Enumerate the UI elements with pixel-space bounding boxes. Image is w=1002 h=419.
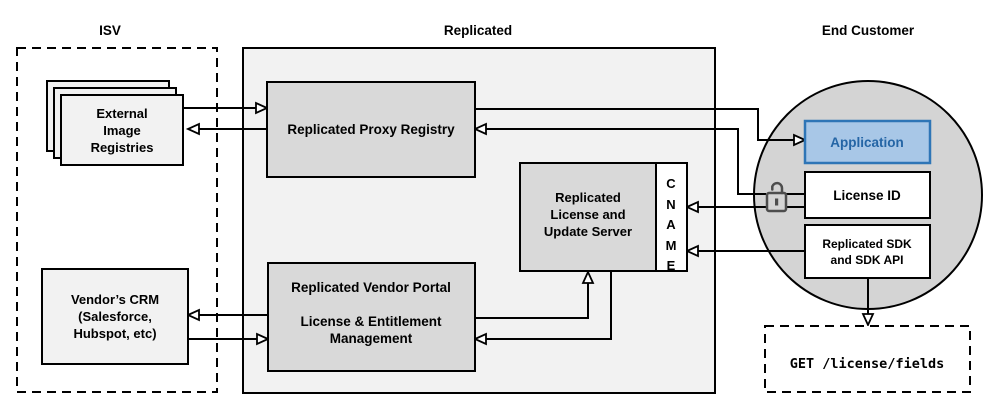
license-server-line2: License and (550, 207, 625, 222)
connector-license-id-to-cname (684, 200, 805, 214)
cname-strip (655, 162, 688, 272)
arrowhead-left (684, 200, 699, 214)
proxy-registry-node: Replicated Proxy Registry (266, 81, 476, 178)
connector-proxy-to-registries (185, 122, 267, 136)
cname-letter-e: E (667, 258, 676, 273)
external-registries-line1: External (96, 106, 147, 121)
license-id-label: License ID (833, 188, 901, 203)
vendor-portal-line1: License & Entitlement (300, 314, 442, 329)
vendor-portal-line2: Management (330, 331, 413, 346)
get-endpoint-label: GET /license/fields (790, 356, 944, 372)
get-endpoint-node: GET /license/fields (764, 325, 971, 393)
sdk-node: Replicated SDK and SDK API (804, 224, 931, 279)
arrowhead-right (255, 101, 270, 115)
proxy-registry-label: Replicated Proxy Registry (287, 122, 455, 137)
connector-proxy-to-application (475, 108, 808, 147)
cname-letter-c: C (666, 176, 676, 191)
license-server-node: Replicated License and Update Server C N… (519, 162, 688, 273)
arrowhead-down (861, 313, 875, 328)
external-registries-line3: Registries (91, 140, 154, 155)
cname-letter-m: M (666, 238, 677, 253)
arrowhead-up (581, 269, 595, 284)
sdk-line2: and SDK API (831, 253, 904, 267)
arrowhead-right (256, 332, 271, 346)
vendor-crm-line3: Hubspot, etc) (73, 326, 156, 341)
vendor-portal-title: Replicated Vendor Portal (291, 280, 451, 295)
arrowhead-left (185, 308, 200, 322)
vendor-crm-line2: (Salesforce, (78, 309, 152, 324)
sdk-line1: Replicated SDK (822, 237, 912, 251)
application-label: Application (830, 135, 904, 150)
section-label-end-customer: End Customer (822, 23, 915, 38)
cname-letter-a: A (666, 217, 676, 232)
arrowhead-left (684, 244, 699, 258)
arrowhead-left (472, 332, 487, 346)
connector-registries-to-proxy (183, 101, 270, 115)
connector-sdk-to-cname (684, 244, 805, 258)
arrowhead-right (793, 133, 808, 147)
application-node: Application (803, 119, 932, 165)
vendor-crm-node: Vendor’s CRM (Salesforce, Hubspot, etc) (41, 268, 189, 365)
external-registries-line2: Image (103, 123, 141, 138)
connector-sdk-to-get-endpoint (861, 278, 875, 328)
arrowhead-left (185, 122, 200, 136)
section-label-replicated: Replicated (444, 23, 512, 38)
connector-license-id-to-proxy (472, 122, 805, 195)
license-server-line1: Replicated (555, 190, 621, 205)
license-id-node: License ID (804, 171, 931, 219)
connector-portal-to-crm (185, 308, 268, 322)
connector-crm-to-portal (188, 332, 271, 346)
external-registries-node: External Image Registries (46, 80, 184, 166)
arrowhead-left (472, 122, 487, 136)
license-server-line3: Update Server (544, 224, 632, 239)
connector-license-server-to-portal (472, 271, 612, 346)
stack-front (60, 94, 184, 166)
keyhole (775, 198, 779, 206)
connector-portal-to-license-server (475, 269, 595, 319)
vendor-portal-node: Replicated Vendor Portal License & Entit… (267, 262, 476, 372)
section-label-isv: ISV (99, 23, 121, 38)
vendor-crm-line1: Vendor’s CRM (71, 292, 159, 307)
unlock-icon (765, 181, 788, 213)
cname-letter-n: N (666, 197, 675, 212)
